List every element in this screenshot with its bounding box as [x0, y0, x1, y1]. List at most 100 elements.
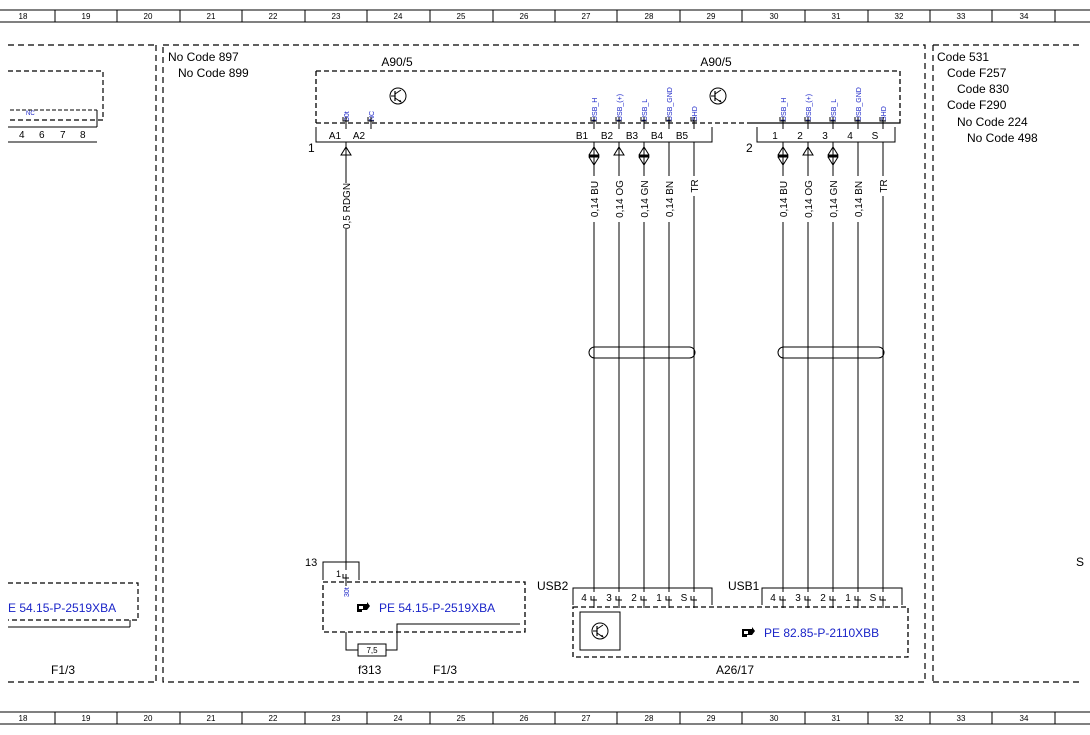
pin-label: 4	[847, 131, 853, 142]
pin-label: 7	[60, 130, 66, 141]
fuse-symbol	[357, 643, 387, 657]
grid-label: 26	[520, 12, 529, 21]
grid-label: 29	[707, 12, 716, 21]
code-label: No Code 498	[967, 131, 1038, 145]
usb2-label: USB2	[537, 579, 569, 593]
connector-number: 1	[308, 141, 315, 155]
grid-label: 32	[895, 714, 904, 723]
edge-label: S	[1076, 555, 1084, 569]
shield-bundle-marker	[588, 346, 696, 359]
grid-label: 25	[457, 12, 466, 21]
pin-label: 8	[80, 130, 86, 141]
grid-label: 31	[832, 714, 841, 723]
grid-label: 19	[82, 714, 91, 723]
wire-label: 0,5 RDGN	[342, 183, 353, 229]
pin-label: 2	[797, 131, 803, 142]
pin-label: B2	[601, 131, 614, 142]
code-label: No Code 899	[178, 66, 249, 80]
pin-label: 4	[770, 593, 776, 604]
wire-label: TR	[879, 179, 890, 192]
left-panel: NC 4 6 7 8 E 54.15-P-2519XBA F1/3	[8, 70, 139, 677]
signal-label: USB_GND	[667, 87, 674, 121]
usb-icon	[709, 87, 727, 105]
signal-label: USB_H	[781, 98, 788, 121]
pin-label: 3	[822, 131, 828, 142]
pin-label: B5	[676, 131, 689, 142]
nc-label: NC	[26, 111, 35, 117]
pin-label: 1	[336, 569, 341, 579]
wire-label: 0,14 BN	[854, 181, 865, 217]
pin-label: 4	[581, 593, 587, 604]
usb-component-label: A26/17	[716, 663, 754, 677]
grid-label: 34	[1020, 12, 1029, 21]
pin-label: A1	[329, 131, 342, 142]
grid-label: 33	[957, 714, 966, 723]
grid-label: 25	[457, 714, 466, 723]
grid-label: 24	[394, 12, 403, 21]
usb-icon	[591, 622, 609, 640]
usb-icon	[389, 87, 407, 105]
right-panel: Code 531 Code F257 Code 830 Code F290 No…	[937, 50, 1084, 569]
grid-label: 23	[332, 714, 341, 723]
grid-label: 34	[1020, 714, 1029, 723]
pin-label: 1	[772, 131, 778, 142]
grid-label: 18	[19, 12, 28, 21]
signal-label: 30t	[344, 111, 351, 121]
code-label: Code F257	[947, 66, 1007, 80]
signal-label: USB_L	[831, 99, 838, 121]
signal-label: NC	[369, 111, 376, 121]
location-label: F1/3	[433, 663, 457, 677]
sheet-borders	[8, 44, 1082, 683]
grid-label: 30	[770, 714, 779, 723]
component-label: A90/5	[381, 55, 413, 69]
signal-label: SHD	[692, 106, 699, 121]
grid-label: 22	[269, 12, 278, 21]
pointer-hand-icon	[742, 627, 755, 637]
pin-label: B4	[651, 131, 664, 142]
connector-number: 13	[305, 557, 317, 569]
pin-label: A2	[353, 131, 366, 142]
grid-ruler-top: 18 19 20 21 22 23 24 25 26 27 28 29 30 3…	[0, 9, 1090, 23]
location-label: F1/3	[51, 663, 75, 677]
pin-label: 2	[820, 593, 826, 604]
fuse-ref-link[interactable]: PE 54.15-P-2519XBA	[379, 601, 495, 615]
usb-ref-link[interactable]: PE 82.85-P-2110XBB	[764, 626, 879, 640]
pin-label: 6	[39, 130, 45, 141]
code-label: No Code 224	[957, 115, 1028, 129]
wire-label: 0,14 OG	[804, 180, 815, 218]
wire-label: 0,14 GN	[829, 180, 840, 217]
pin-label: 1	[845, 593, 851, 604]
grid-label: 27	[582, 714, 591, 723]
grid-label: 21	[207, 714, 216, 723]
grid-label: 21	[207, 12, 216, 21]
signal-label: SHD	[881, 106, 888, 121]
signal-label: 30t	[344, 587, 351, 597]
wire-label: 0,14 BU	[779, 181, 790, 217]
signal-label: USB_(+)	[617, 94, 624, 121]
usb1-label: USB1	[728, 579, 760, 593]
connector-number: 2	[746, 141, 753, 155]
grid-label: 23	[332, 12, 341, 21]
pin-label: 4	[19, 130, 25, 141]
grid-label: 29	[707, 714, 716, 723]
pin-label: S	[681, 593, 688, 604]
center-panel: No Code 897 No Code 899 A90/5 A90/5 1 2 …	[168, 50, 909, 677]
signal-label: USB_H	[592, 98, 599, 121]
fuse-value: 7,5	[366, 646, 378, 655]
grid-label: 20	[144, 714, 153, 723]
grid-label: 18	[19, 714, 28, 723]
wire-label: 0,14 BU	[590, 181, 601, 217]
pin-label: 3	[795, 593, 801, 604]
pin-label: 3	[606, 593, 612, 604]
component-label: A90/5	[700, 55, 732, 69]
grid-label: 22	[269, 714, 278, 723]
grid-label: 24	[394, 714, 403, 723]
pin-label: 2	[631, 593, 637, 604]
pointer-hand-icon	[357, 602, 370, 612]
grid-label: 20	[144, 12, 153, 21]
grid-label: 27	[582, 12, 591, 21]
pin-label: 1	[656, 593, 662, 604]
grid-ruler-bottom: 18 19 20 21 22 23 24 25 26 27 28 29 30 3…	[0, 711, 1090, 725]
ref-link-left[interactable]: E 54.15-P-2519XBA	[8, 601, 116, 615]
code-label: Code F290	[947, 98, 1007, 112]
